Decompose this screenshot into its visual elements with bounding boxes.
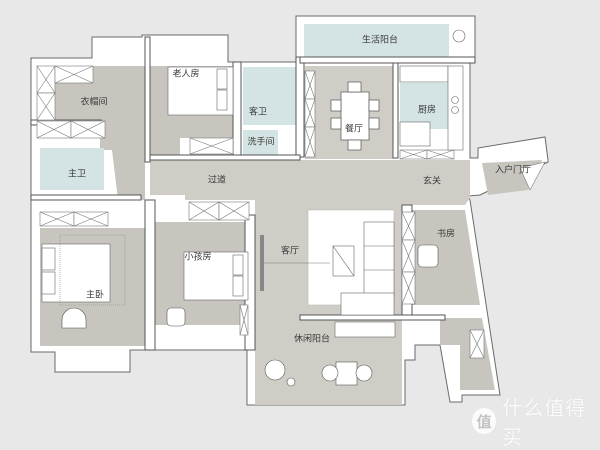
label-washroom: 洗手间	[247, 137, 275, 148]
study-furniture	[61, 244, 439, 329]
label-walk-in-closet: 衣帽间	[80, 97, 108, 108]
watermark: 值 什么值得买	[472, 392, 600, 450]
label-guest-bath: 客卫	[248, 107, 268, 118]
kitchen-floor	[400, 83, 448, 129]
label-laundry-balcony: 生活阳台	[361, 35, 399, 46]
label-foyer: 玄关	[422, 176, 442, 187]
sofa	[332, 221, 396, 338]
label-living-room: 客厅	[280, 246, 300, 257]
kitchen-counters	[399, 29, 466, 151]
label-master-bedroom: 主卧	[85, 290, 105, 301]
washroom-floor	[243, 130, 278, 155]
study-floor	[412, 210, 480, 305]
dining-set	[330, 81, 380, 151]
coffee-table	[332, 245, 355, 277]
label-leisure-balcony: 休闲阳台	[293, 334, 331, 345]
label-elder-room: 老人房	[172, 69, 200, 80]
beds	[41, 66, 249, 306]
label-child-room: 小孩房	[184, 252, 212, 263]
label-corridor: 过道	[207, 175, 227, 186]
watermark-badge-icon: 值	[472, 408, 497, 434]
label-entry-hall: 入户门厅	[494, 165, 532, 176]
master-bath-floor	[40, 148, 104, 190]
watermark-text: 什么值得买	[502, 396, 587, 449]
label-master-bath: 主卫	[67, 169, 87, 180]
interior-walls	[30, 36, 476, 351]
label-study: 书房	[436, 229, 456, 240]
laundry-balcony-floor	[304, 24, 449, 57]
balcony-furniture	[264, 359, 373, 387]
cabinets	[36, 65, 485, 359]
label-dining-room: 餐厅	[344, 124, 364, 135]
floor-plan	[30, 15, 549, 406]
entry-door	[519, 161, 546, 191]
master-rug	[59, 234, 126, 306]
label-kitchen: 厨房	[417, 105, 437, 116]
guest-bath-floor	[243, 67, 296, 125]
floors	[40, 24, 542, 405]
